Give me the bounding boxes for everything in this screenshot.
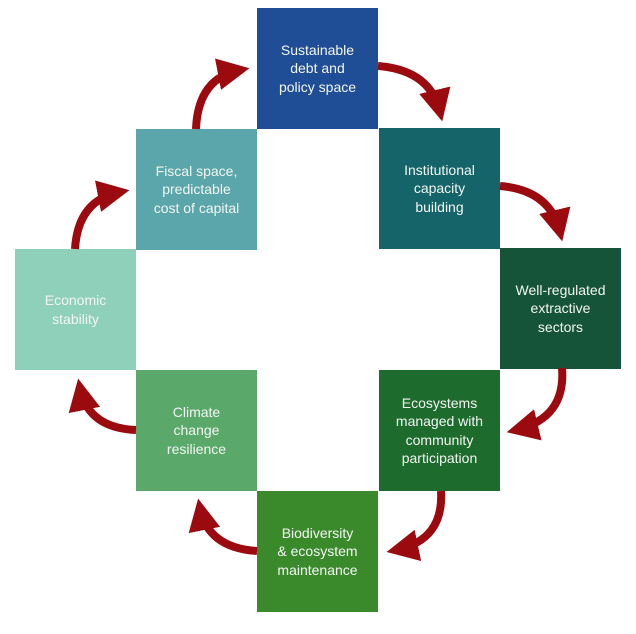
arrow-institutional-to-extractive — [499, 182, 571, 242]
node-label: Ecosystems managed with community partic… — [395, 394, 484, 467]
arrow-ecosystems-to-biodiversity — [386, 490, 446, 562]
arrow-extractive-to-ecosystems — [506, 367, 567, 441]
node-biodiversity: Biodiversity & ecosystem maintenance — [257, 491, 378, 612]
node-sustainable-debt: Sustainable debt and policy space — [257, 8, 378, 129]
node-label: Sustainable debt and policy space — [278, 41, 357, 95]
node-label: Well-regulated extractive sectors — [515, 281, 606, 335]
node-label: Climate change resilience — [166, 403, 227, 457]
node-label: Economic stability — [44, 292, 107, 327]
arrow-debt-to-institutional — [377, 62, 451, 122]
node-label: Institutional capacity building — [404, 161, 475, 215]
arrow-fiscal-to-debt — [192, 58, 250, 130]
node-label: Fiscal space, predictable cost of capita… — [153, 162, 240, 216]
node-ecosystems-managed: Ecosystems managed with community partic… — [379, 370, 500, 491]
node-fiscal-space: Fiscal space, predictable cost of capita… — [136, 129, 257, 250]
node-economic-stability: Economic stability — [15, 249, 136, 370]
arrow-climate-to-economic — [68, 378, 137, 434]
node-climate-resilience: Climate change resilience — [136, 370, 257, 491]
arrow-biodiversity-to-climate — [188, 498, 258, 555]
node-label: Biodiversity & ecosystem maintenance — [277, 524, 358, 578]
node-extractive-sectors: Well-regulated extractive sectors — [500, 248, 621, 369]
arrow-economic-to-fiscal — [71, 180, 130, 250]
node-institutional-capacity: Institutional capacity building — [379, 128, 500, 249]
